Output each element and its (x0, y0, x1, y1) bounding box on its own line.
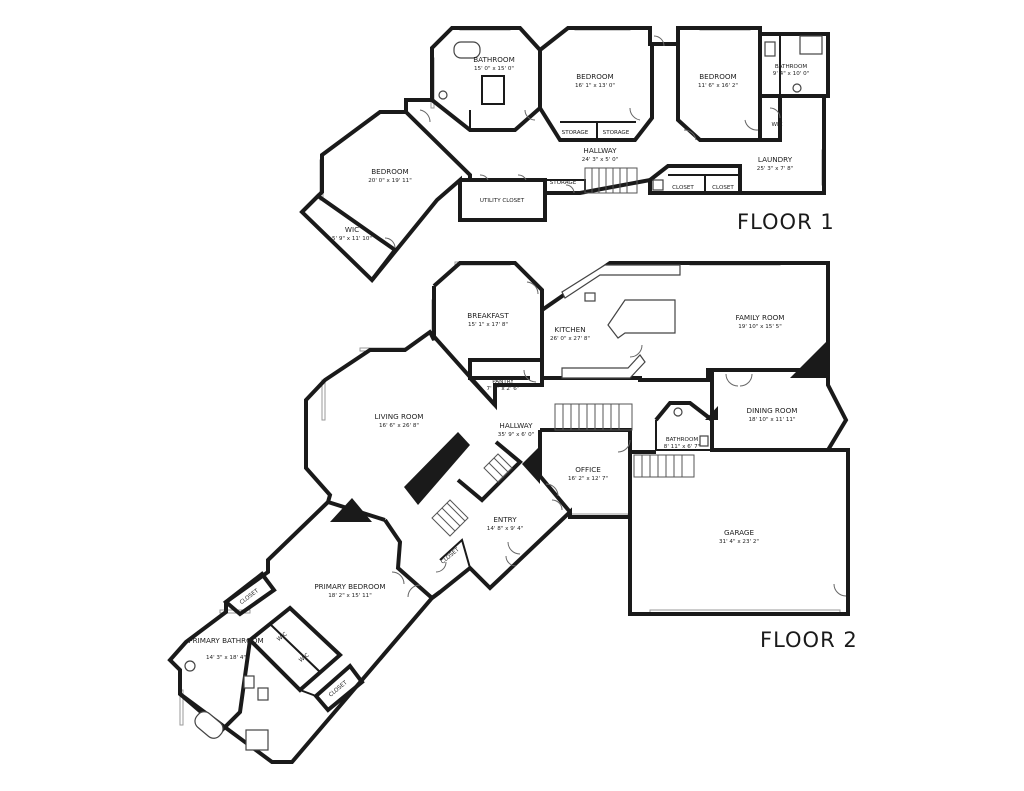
floor-1-outer-wall (299, 26, 830, 283)
floor-1-doors (384, 35, 781, 249)
floor-label: FLOOR 2 (760, 628, 858, 652)
floor-label: FLOOR 1 (737, 210, 835, 234)
toilet-icon (673, 407, 683, 417)
fireplace-icon (404, 432, 470, 505)
room-name: OFFICE (575, 465, 601, 474)
floor-2-stairs (431, 403, 695, 537)
room-size: 24' 3" x 5' 0" (582, 157, 619, 163)
room-size: 5' 9" x 11' 10" (332, 236, 372, 242)
floor-2-solid-fills (330, 340, 828, 522)
floor-2-interior-walls (178, 290, 828, 733)
room-name: UTILITY CLOSET (480, 198, 525, 204)
room-name: STORAGE (550, 180, 577, 186)
floor-1-fixtures (438, 35, 823, 191)
room-size: 16' 1" x 13' 0" (575, 83, 615, 89)
sink-icon (257, 687, 269, 701)
room-size: 9' 4" x 10' 0" (773, 71, 810, 77)
room-name: KITCHEN (554, 325, 585, 334)
room-size: 11' 6" x 16' 2" (698, 83, 738, 89)
washer-icon (652, 179, 664, 191)
sink-icon (699, 435, 709, 447)
floor-1-plan: BATHROOM 15' 0" x 15' 0" BEDROOM 16' 1" … (299, 26, 835, 283)
floor-2-bath-fixtures (184, 407, 709, 751)
room-name: FAMILY ROOM (736, 313, 785, 322)
floor-1-interior-walls (300, 28, 828, 282)
room-name: WIC (276, 631, 289, 643)
room-name: CLOSET (672, 185, 694, 191)
room-name: BEDROOM (371, 167, 409, 176)
room-name: PRIMARY BATHROOM (188, 636, 263, 645)
room-size: 16' 6" x 26' 8" (379, 423, 419, 429)
room-name: PRIMARY BEDROOM (314, 582, 385, 591)
chimney-icon (330, 498, 372, 522)
room-size: 14' 8" x 9' 4" (487, 526, 524, 532)
room-name: WIC (345, 225, 359, 234)
bathtub-icon (194, 711, 224, 739)
shower-icon (245, 729, 269, 751)
sink-icon (764, 41, 776, 57)
room-name: LAUNDRY (758, 155, 793, 164)
chimney-icon (705, 406, 718, 420)
room-name: HALLWAY (583, 146, 617, 155)
room-name: LIVING ROOM (375, 412, 424, 421)
room-size: 18' 2" x 15' 11" (328, 593, 372, 599)
room-name: PANTRY (492, 379, 514, 385)
room-size: 15' 0" x 15' 0" (474, 66, 514, 72)
floor-2-windows (179, 261, 841, 726)
room-size: 15' 1" x 17' 8" (468, 322, 508, 328)
floor-2-outer-wall (167, 261, 850, 764)
room-name: HALLWAY (499, 421, 533, 430)
room-name: STORAGE (562, 130, 589, 136)
room-name: BATHROOM (473, 55, 515, 64)
room-name: WIC (771, 122, 782, 128)
room-size: 25' 3" x 7' 8" (757, 166, 794, 172)
bathtub-icon (453, 41, 481, 59)
room-name: BEDROOM (576, 72, 614, 81)
room-size: 26' 0" x 27' 8" (550, 336, 590, 342)
sink-icon (243, 675, 255, 689)
room-size: 14' 3" x 18' 4" (206, 655, 246, 661)
floor-2-kitchen-fixtures (561, 264, 681, 379)
room-name: DINING ROOM (747, 406, 798, 415)
toilet-icon (184, 660, 196, 672)
room-name: STORAGE (603, 130, 630, 136)
room-name: BREAKFAST (467, 311, 509, 320)
room-size: 7' 6" x 2' 6" (487, 386, 520, 392)
room-size: 20' 0" x 19' 11" (368, 178, 412, 184)
room-name: GARAGE (724, 528, 755, 537)
floor-1-stairs (584, 167, 638, 194)
kitchen-counter (561, 354, 646, 379)
room-size: 18' 10" x 11' 11" (748, 417, 796, 423)
chimney-icon (790, 340, 828, 378)
room-name: BEDROOM (699, 72, 737, 81)
room-name: WIC (298, 652, 311, 664)
room-name: CLOSET (712, 185, 734, 191)
sink-icon (584, 292, 596, 302)
kitchen-counter (561, 264, 681, 299)
room-size: 19' 10" x 15' 5" (738, 324, 782, 330)
toilet-icon (438, 90, 448, 100)
room-size: 35' 9" x 6' 0" (498, 432, 535, 438)
room-size: 8' 11" x 6' 7" (664, 444, 701, 450)
floor-1-labels: BATHROOM 15' 0" x 15' 0" BEDROOM 16' 1" … (332, 55, 810, 242)
toilet-icon (792, 83, 802, 93)
chimney-icon (522, 446, 540, 484)
room-size: 31' 4" x 23' 2" (719, 539, 759, 545)
room-name: BATHROOM (666, 437, 699, 443)
room-name: BATHROOM (775, 64, 808, 70)
kitchen-island (607, 299, 676, 339)
room-size: 16' 2" x 12' 7" (568, 476, 608, 482)
room-name: ENTRY (493, 515, 517, 524)
floor-2-plan: BREAKFAST 15' 1" x 17' 8" KITCHEN 26' 0"… (167, 261, 858, 764)
shower-icon (799, 35, 823, 55)
floor-2-doors (391, 281, 847, 598)
